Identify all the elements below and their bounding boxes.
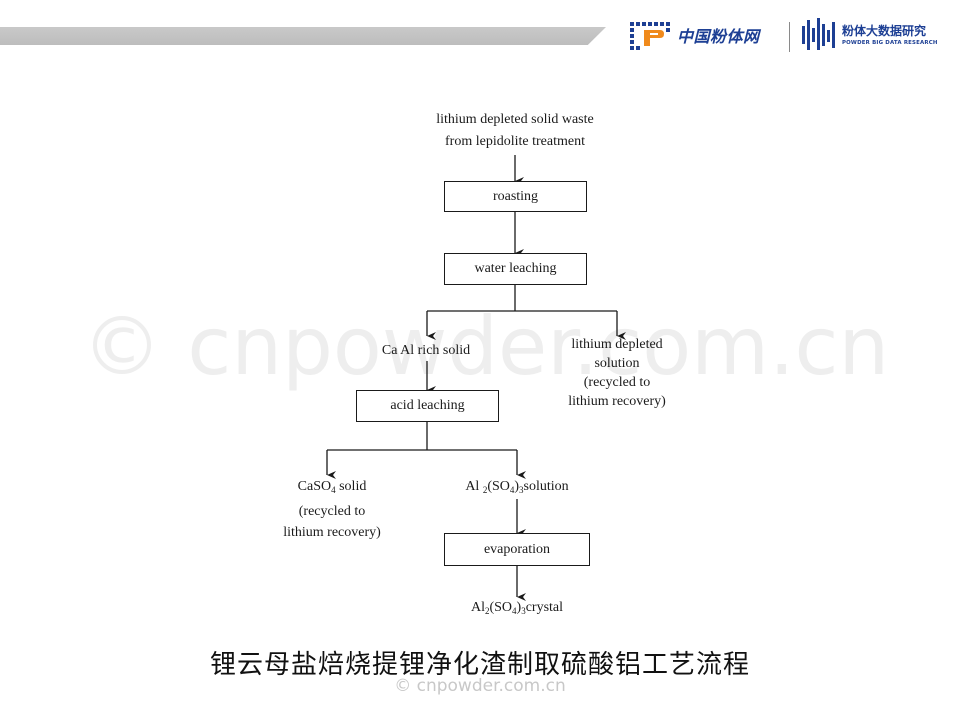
acid-leaching-step: acid leaching (356, 390, 499, 422)
ca-al-rich-solid-label: Ca Al rich solid (381, 343, 471, 358)
al-sol-sub1: 2 (482, 485, 488, 495)
powder-big-data-logo[interactable]: 粉体大数据研究 POWDER BIG DATA RESEARCH (800, 16, 950, 54)
cnpowder-logo[interactable]: 中国粉体网 (628, 16, 778, 52)
cnpowder-logo-text: 中国粉体网 (677, 27, 760, 46)
caso4-subscript: 4 (331, 485, 336, 495)
crystal-close: ) (516, 600, 522, 615)
powder-big-data-name: 粉体大数据研究 (842, 24, 927, 38)
caso4-suffix: solid (335, 479, 367, 494)
caso4-line2: (recycled to (298, 504, 366, 519)
start-material-label: lithium depleted solid waste from lepido… (415, 109, 615, 153)
evaporation-step: evaporation (444, 533, 590, 566)
al-sol-mid: (SO (487, 479, 510, 494)
lithium-depleted-solution-label: lithium depleted solution (recycled to l… (537, 335, 697, 411)
start-label-line1: lithium depleted solid waste (436, 112, 594, 127)
caso4-line3: lithium recovery) (283, 525, 381, 540)
start-label-line2: from lepidolite treatment (445, 134, 585, 149)
crystal-mid: (SO (489, 600, 513, 615)
al-sol-prefix: Al (465, 479, 483, 494)
crystal-prefix: Al (470, 600, 485, 615)
logo-divider (789, 22, 790, 52)
figure-caption: 锂云母盐焙烧提锂净化渣制取硫酸铝工艺流程 (209, 650, 750, 680)
solution-label-line3: (recycled to (583, 375, 651, 390)
cnpowder-logo-icon (630, 22, 670, 50)
header-bar (0, 27, 606, 45)
roasting-step: roasting (444, 181, 587, 212)
caso4-formula: CaSO (297, 479, 332, 494)
powder-big-data-subtitle: POWDER BIG DATA RESEARCH (842, 40, 938, 46)
solution-label-line4: lithium recovery) (568, 394, 666, 409)
al2so43-solution-label: Al 2(SO4)3solution (437, 476, 597, 501)
crystal-sub3: 3 (521, 606, 526, 616)
footer-watermark: © cnpowder.com.cn (394, 676, 566, 696)
al-sol-sub2: 4 (509, 485, 515, 495)
caso4-solid-label: CaSO4 solid (recycled to lithium recover… (257, 476, 407, 543)
solution-label-line1: lithium depleted (571, 337, 663, 352)
al2so43-crystal-label: Al2(SO4)3crystal (437, 597, 597, 622)
crystal-sub2: 4 (512, 606, 517, 616)
al-sol-sub3: 3 (519, 485, 524, 495)
water-leaching-step: water leaching (444, 253, 587, 285)
bar-chart-icon (802, 18, 835, 50)
al-sol-suffix: solution (523, 479, 569, 494)
crystal-suffix: crystal (525, 600, 564, 615)
solution-label-line2: solution (594, 356, 640, 371)
al-sol-close: ) (514, 479, 520, 494)
crystal-sub1: 2 (484, 606, 490, 616)
caso4-line1: CaSO4 solid (257, 476, 407, 501)
